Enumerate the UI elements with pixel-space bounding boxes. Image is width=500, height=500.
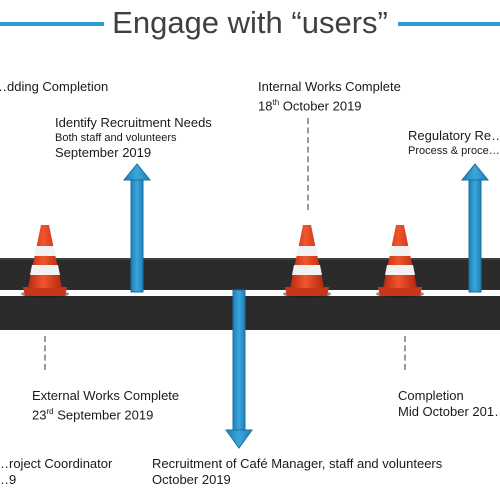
traffic-cone-icon [283,225,331,298]
completion-connector [404,336,406,370]
road-center-line [0,290,500,296]
internal-works-connector [307,118,309,210]
arrow-up-icon [460,163,490,293]
recruitment-cafe-label: Recruitment of Café Manager, staff and v… [152,456,443,487]
title-rule [0,22,500,26]
identify-recruitment-label: Identify Recruitment Needs Both staff an… [55,115,212,160]
page-title: Engage with “users” [0,3,500,43]
traffic-cone-icon [21,225,69,298]
regulatory-label: Regulatory Re… Process & proce… [408,128,500,157]
traffic-cone-icon [376,225,424,298]
completion-label: Completion Mid October 201… [398,388,500,419]
arrow-up-icon [122,163,152,293]
project-coordinator-label: …roject Coordinator …9 [0,456,113,487]
arrow-down-icon [225,289,253,449]
external-works-connector [44,336,46,370]
internal-works-label: Internal Works Complete 18th October 201… [258,79,401,114]
funding-label: …dding Completion [0,79,109,94]
external-works-label: External Works Complete 23rd September 2… [32,388,180,423]
